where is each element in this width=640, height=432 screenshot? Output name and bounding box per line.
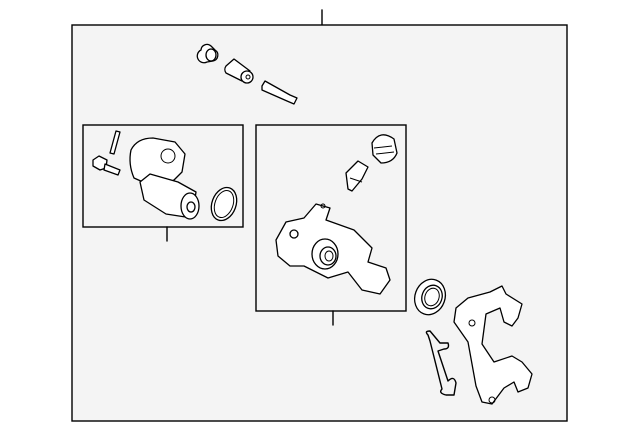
motor-bolt-part: [92, 155, 121, 176]
boot-part: [196, 43, 219, 64]
piston-seal-part: [413, 278, 447, 316]
motor-pin-part: [109, 130, 121, 155]
motor-o-ring-part: [210, 186, 238, 222]
anti-rattle-clip-part: [425, 330, 457, 396]
bleeder-screw-part: [345, 160, 369, 192]
motor-group-frame: [82, 124, 244, 228]
bushing-part: [224, 58, 254, 84]
caliper-bracket-part: [453, 285, 533, 405]
caliper-motor-part: [129, 137, 200, 220]
caliper-housing-part: [275, 203, 391, 295]
bleeder-cap-part: [371, 134, 398, 164]
caliper-group-frame: [255, 124, 407, 312]
guide-pin-part: [261, 80, 298, 105]
